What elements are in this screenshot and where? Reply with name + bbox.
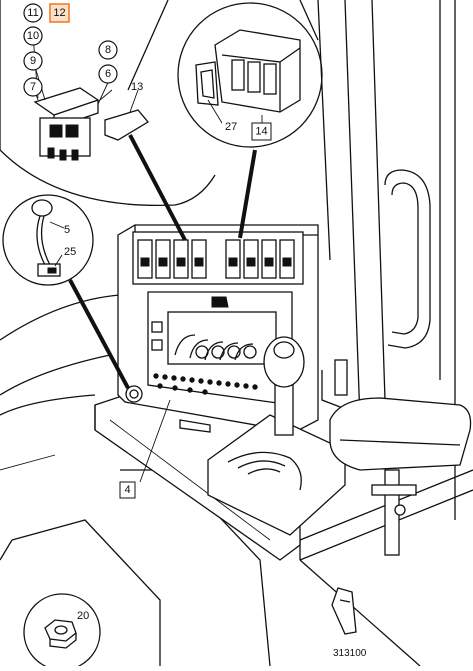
- callout-20: 20: [77, 610, 89, 622]
- gear-lever: [207, 336, 349, 536]
- figure-id: 313100: [333, 648, 367, 659]
- ignition-switch: [125, 385, 143, 403]
- callout-11-circle: [23, 3, 43, 23]
- callout-6: 6: [105, 68, 111, 80]
- callout-14: 14: [255, 126, 267, 138]
- callout-5: 5: [64, 224, 70, 236]
- switch-detail-callout: [0, 0, 216, 207]
- nut-detail-callout: [23, 593, 101, 671]
- callout-11: 11: [27, 7, 38, 19]
- callout-4-box: [119, 481, 136, 499]
- callout-labels: 11 12 10 9 7 8 6 13 27 14 5 25 4 20 3131…: [23, 3, 367, 659]
- callout-7: 7: [30, 81, 36, 93]
- callout-27: 27: [225, 121, 237, 133]
- callout-13: 13: [131, 81, 143, 93]
- callout-9: 9: [30, 55, 36, 67]
- callout-4: 4: [124, 484, 130, 496]
- floor-latch: [331, 587, 357, 635]
- housing-detail-callout: [177, 2, 323, 148]
- armrest: [329, 397, 472, 556]
- callout-12: 12: [53, 7, 65, 19]
- gauge-cluster: [174, 334, 257, 361]
- callout-7-circle: [23, 77, 43, 97]
- callout-14-box: [251, 122, 272, 141]
- callout-8-circle: [98, 40, 118, 60]
- warning-lamp-row: [153, 373, 258, 395]
- lamp-detail-callout: [2, 194, 94, 286]
- callout-12-highlight: [49, 3, 70, 23]
- callout-9-circle: [23, 51, 43, 71]
- callout-6-circle: [98, 64, 118, 84]
- callout-10-circle: [23, 26, 43, 46]
- jcb-logo: [211, 296, 229, 308]
- callout-10: 10: [27, 30, 39, 42]
- callout-8: 8: [105, 44, 111, 56]
- rocker-switch-bank: [137, 239, 295, 279]
- leader-lines: [32, 9, 263, 483]
- callout-25: 25: [64, 246, 76, 258]
